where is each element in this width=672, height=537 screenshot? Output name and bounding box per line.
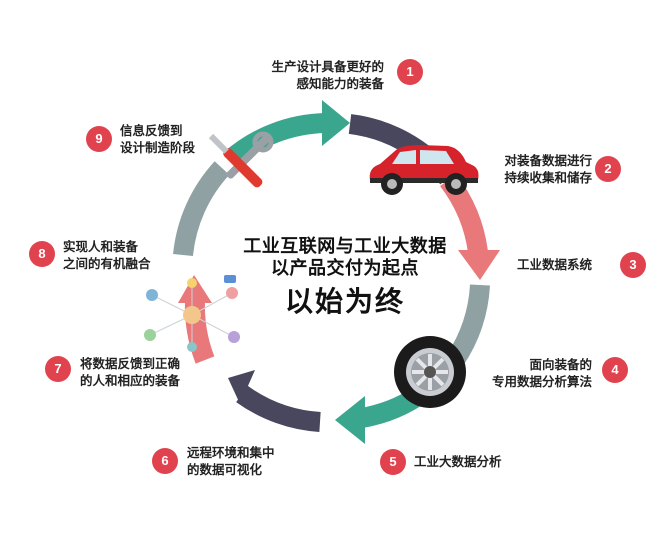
step-2-text: 对装备数据进行 持续收集和储存 (504, 152, 592, 186)
step-3-text: 工业数据系统 (517, 256, 592, 273)
step-3-badge: 3 (620, 252, 646, 278)
step-1-badge: 1 (397, 59, 423, 85)
step-8-text: 实现人和装备 之间的有机融合 (63, 238, 151, 272)
step-2-line-1: 对装备数据进行 (504, 153, 592, 168)
tools-icon (208, 131, 274, 188)
people-network-icon (144, 275, 240, 352)
step-8-line-2: 之间的有机融合 (63, 256, 151, 271)
car-icon (369, 145, 479, 195)
arrowhead-teal-top (322, 100, 350, 146)
step-7-line-1: 将数据反馈到正确 (80, 356, 181, 371)
step-4-text: 面向装备的 专用数据分析算法 (492, 356, 592, 390)
step-9-text: 信息反馈到 设计制造阶段 (120, 122, 195, 156)
tire-icon (394, 336, 466, 408)
step-7-text: 将数据反馈到正确 的人和相应的装备 (80, 355, 180, 389)
arc-gray-left-upper (173, 161, 230, 257)
step-6-line-1: 远程环境和集中 (187, 445, 275, 460)
center-title-line-2: 以产品交付为起点 (271, 258, 419, 279)
step-5-text: 工业大数据分析 (414, 453, 502, 470)
arc-teal-top (223, 113, 326, 168)
step-2-line-2: 持续收集和储存 (504, 170, 592, 185)
step-4-line-2: 专用数据分析算法 (491, 374, 592, 389)
step-4-badge: 4 (602, 357, 628, 383)
step-8-line-1: 实现人和装备 (63, 239, 139, 254)
step-1-line-2: 感知能力的装备 (296, 76, 384, 91)
arrowhead-pink-right (458, 250, 500, 280)
step-9-line-2: 设计制造阶段 (120, 140, 196, 155)
step-8-badge: 8 (29, 241, 55, 267)
step-1-line-1: 生产设计具备更好的 (271, 59, 384, 74)
step-7-line-2: 的人和相应的装备 (80, 373, 181, 388)
step-5-badge: 5 (380, 449, 406, 475)
step-6-text: 远程环境和集中 的数据可视化 (187, 444, 275, 478)
arc-dark-bottom-left (236, 385, 321, 432)
center-title: 工业互联网与工业大数据 以产品交付为起点 以始为终 (210, 236, 480, 320)
step-6-badge: 6 (152, 448, 178, 474)
step-4-line-1: 面向装备的 (529, 357, 592, 372)
arc-pink-left (184, 299, 215, 364)
arrowhead-teal-bottom (335, 396, 365, 444)
arrowhead-pink-left (178, 275, 212, 303)
step-1-text: 生产设计具备更好的 感知能力的装备 (271, 58, 384, 92)
step-6-line-2: 的数据可视化 (187, 462, 263, 477)
arrowhead-dark-bottom (228, 370, 255, 404)
center-title-line-3: 以始为终 (284, 285, 405, 318)
step-2-badge: 2 (595, 156, 621, 182)
step-9-line-1: 信息反馈到 (120, 123, 183, 138)
step-7-badge: 7 (45, 356, 71, 382)
step-9-badge: 9 (86, 126, 112, 152)
step-3-line-1: 工业数据系统 (516, 257, 592, 272)
step-5-line-1: 工业大数据分析 (414, 454, 502, 469)
center-title-line-1: 工业互联网与工业大数据 (243, 236, 447, 257)
